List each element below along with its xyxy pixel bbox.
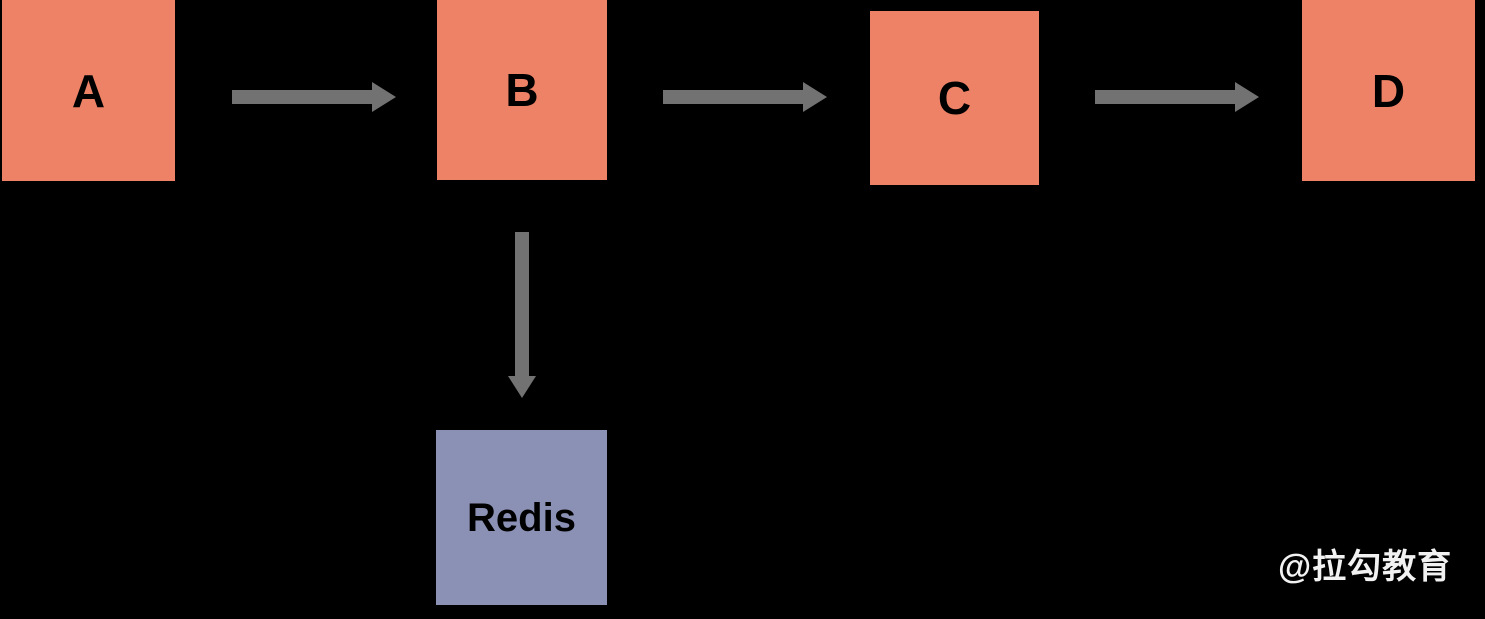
arrow-c-to-d [1093,78,1261,118]
watermark-label: @拉勾教育 [1278,548,1453,586]
arrow-b-to-redis [504,230,540,402]
node-a[interactable]: A [2,0,175,181]
node-redis-label: Redis [467,495,576,540]
node-d-label: D [1371,64,1406,117]
node-redis[interactable]: Redis [436,430,607,605]
node-c[interactable]: C [870,11,1039,185]
node-b-label: B [505,64,539,116]
node-d[interactable]: D [1302,0,1475,181]
arrow-b-to-c [661,78,829,118]
arrow-a-to-b [230,78,398,118]
node-c-label: C [937,72,972,124]
node-b[interactable]: B [437,0,607,180]
node-a-label: A [71,64,106,117]
